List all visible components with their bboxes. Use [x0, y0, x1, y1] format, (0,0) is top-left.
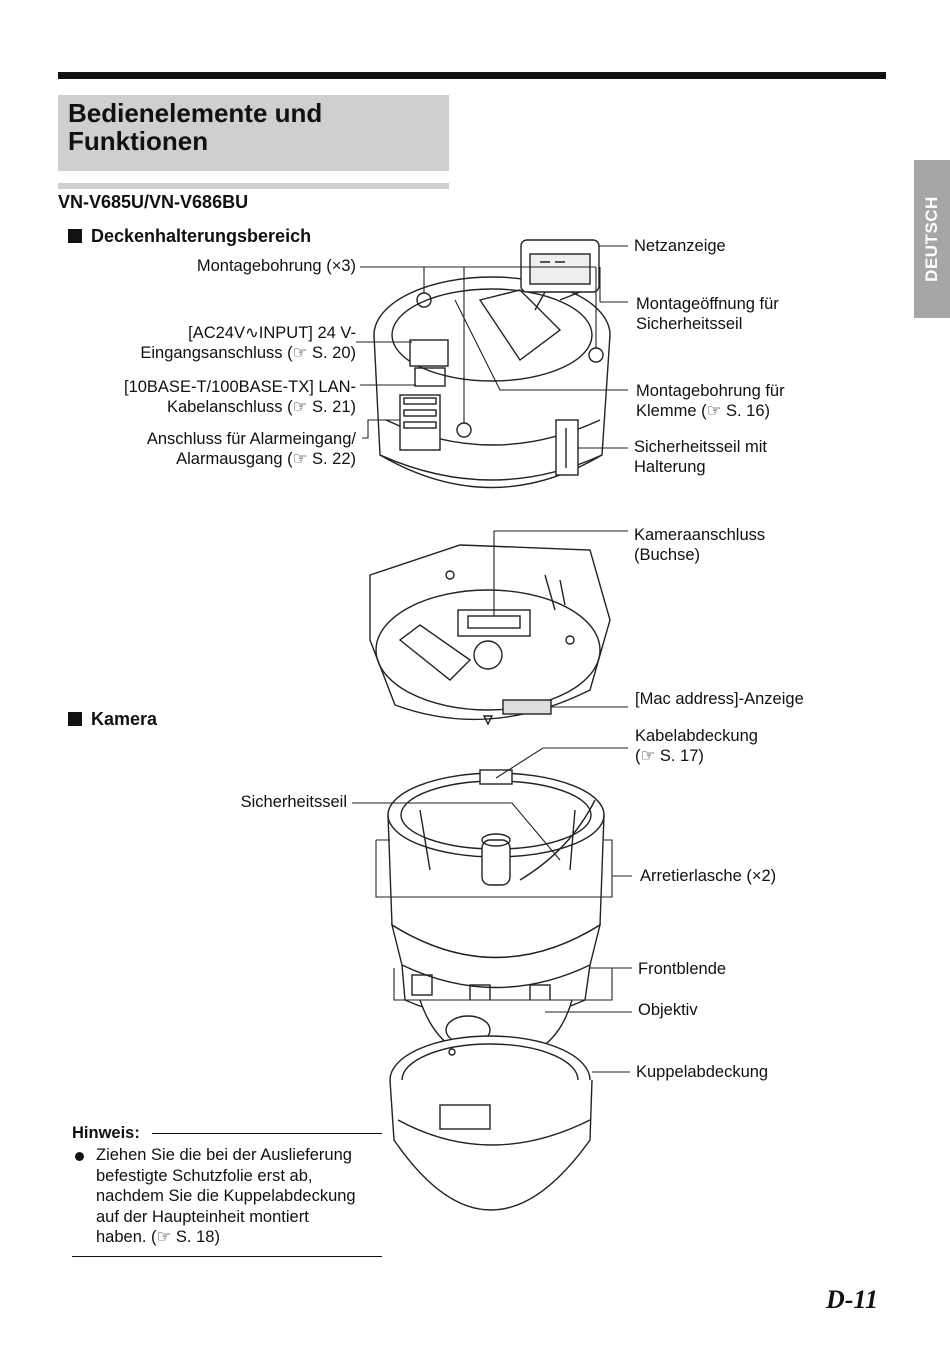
- label-montageoeffnung: Montageöffnung für Sicherheitsseil: [636, 295, 779, 333]
- ceiling-mount-drawing: [373, 239, 611, 489]
- label-alarm-connector: Anschluss für Alarmeingang/ Alarmausgang…: [146, 430, 356, 468]
- square-bullet-icon: [68, 712, 82, 726]
- title-box: Bedienelemente und Funktionen: [58, 95, 449, 171]
- label-objektiv: Objektiv: [638, 1001, 698, 1019]
- page-title: Bedienelemente und Funktionen: [68, 98, 323, 156]
- note-title: Hinweis:: [72, 1124, 140, 1142]
- label-montagebohrung: Montagebohrung (×3): [196, 257, 356, 275]
- label-arretierlasche: Arretierlasche (×2): [640, 867, 777, 885]
- label-netzanzeige: Netzanzeige: [634, 237, 726, 255]
- label-kameraanschluss: Kameraanschluss (Buchse): [634, 526, 766, 564]
- section-camera-heading: Kamera: [68, 709, 157, 730]
- label-kabelabdeckung: Kabelabdeckung (☞ S. 17): [635, 727, 758, 765]
- section-mount-label: Deckenhalterungsbereich: [91, 226, 312, 246]
- language-side-tab: DEUTSCH: [914, 160, 950, 318]
- label-klemme: Montagebohrung für Klemme (☞ S. 16): [636, 382, 785, 420]
- note-top-rule: [152, 1133, 382, 1134]
- section-mount-heading: Deckenhalterungsbereich: [68, 226, 311, 247]
- label-frontblende: Frontblende: [638, 960, 727, 978]
- note-bottom-rule: [72, 1256, 382, 1257]
- label-sicherheitsseil: Sicherheitsseil: [240, 793, 347, 811]
- top-rule: [58, 72, 886, 79]
- page-number: D-11: [826, 1285, 878, 1314]
- label-ac24-input: [AC24V∿INPUT] 24 V- Eingangsanschluss (☞…: [140, 324, 356, 362]
- label-kuppelabdeckung: Kuppelabdeckung: [636, 1063, 769, 1081]
- note-text: Ziehen Sie die bei der Auslieferung befe…: [96, 1146, 356, 1246]
- note-bullet-icon: [75, 1152, 84, 1161]
- mount-underside-drawing: [369, 544, 611, 726]
- title-underline: [58, 183, 449, 189]
- square-bullet-icon: [68, 229, 82, 243]
- model-heading: VN-V685U/VN-V686BU: [58, 192, 249, 212]
- label-mac-address: [Mac address]-Anzeige: [635, 690, 804, 708]
- label-sicherheitsseil-halterung: Sicherheitsseil mit Halterung: [634, 438, 767, 476]
- camera-drawing: [387, 769, 605, 1211]
- leader-lines: [352, 245, 632, 1073]
- label-lan-connector: [10BASE-T/100BASE-TX] LAN- Kabelanschlus…: [123, 378, 356, 416]
- section-camera-label: Kamera: [91, 709, 158, 729]
